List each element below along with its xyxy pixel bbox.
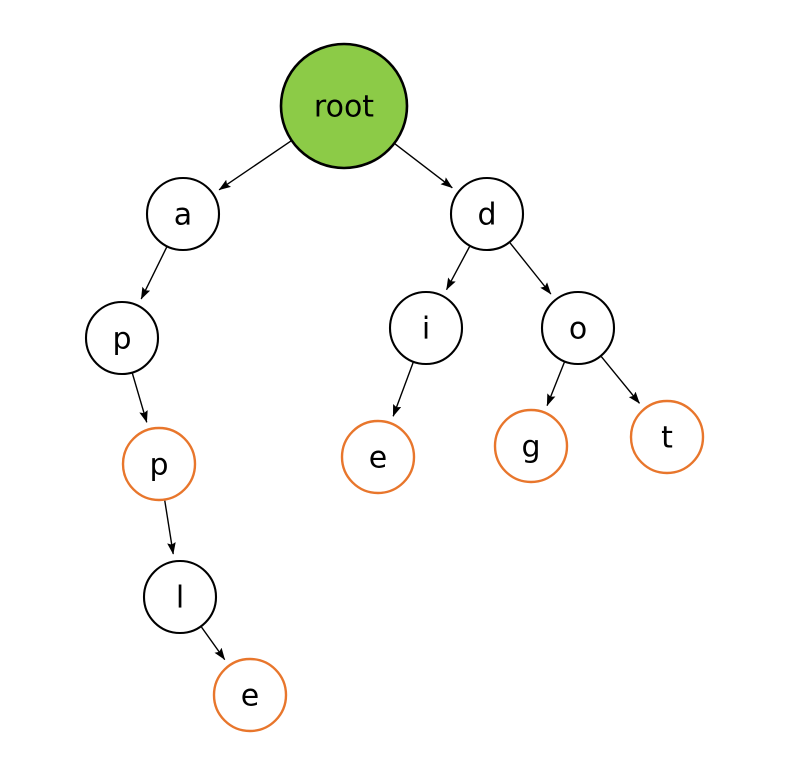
tree-node-d[interactable]: d	[449, 176, 525, 252]
tree-node-p2[interactable]: p	[121, 426, 197, 502]
node-shape-root[interactable]	[279, 42, 409, 170]
tree-node-l[interactable]: l	[142, 559, 218, 635]
tree-edge-a-to-p1	[140, 246, 168, 300]
tree-edge-p2-to-l	[164, 500, 176, 555]
tree-node-t[interactable]: t	[629, 399, 705, 475]
tree-edge-d-to-o	[509, 242, 552, 295]
tree-node-g[interactable]: g	[493, 408, 569, 484]
tree-node-p1[interactable]: p	[84, 300, 160, 376]
node-shape-g[interactable]	[493, 408, 569, 484]
node-shape-d[interactable]	[449, 176, 525, 252]
node-shape-a[interactable]	[145, 176, 221, 252]
node-shape-l[interactable]	[142, 559, 218, 635]
tree-node-i[interactable]: i	[388, 290, 464, 366]
tree-edge-o-to-g	[546, 362, 565, 407]
tree-node-root[interactable]: root	[279, 42, 409, 170]
tree-edge-d-to-i	[445, 246, 471, 291]
tree-node-e2[interactable]: e	[212, 657, 288, 733]
tree-edge-o-to-t	[600, 356, 641, 404]
tree-edge-root-to-a	[218, 140, 292, 191]
tree-edge-root-to-d	[394, 143, 453, 189]
tree-edge-p1-to-p2	[131, 373, 148, 423]
node-shape-o[interactable]	[540, 290, 616, 366]
tree-edge-l-to-e2	[200, 626, 226, 661]
node-shape-t[interactable]	[629, 399, 705, 475]
node-shape-e1[interactable]	[340, 419, 416, 495]
tree-node-o[interactable]: o	[540, 290, 616, 366]
node-shape-i[interactable]	[388, 290, 464, 366]
tree-node-e1[interactable]: e	[340, 419, 416, 495]
edges-layer	[131, 140, 641, 661]
node-shape-p1[interactable]	[84, 300, 160, 376]
node-shape-p2[interactable]	[121, 426, 197, 502]
node-shape-e2[interactable]	[212, 657, 288, 733]
tree-node-a[interactable]: a	[145, 176, 221, 252]
tree-edge-i-to-e1	[392, 362, 414, 417]
